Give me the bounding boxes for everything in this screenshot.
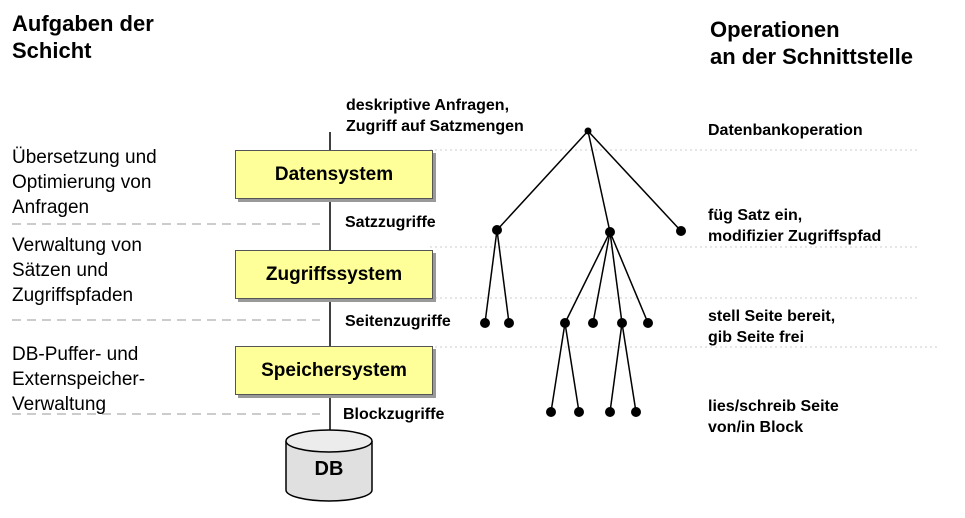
operations-header: Operationen an der Schnittstelle [710, 16, 913, 70]
task-storage-system: DB-Puffer- und Externspeicher- Verwaltun… [12, 344, 146, 415]
operation-block: lies/schreib Seite von/in Block [708, 398, 839, 436]
interface-record-access: Satzzugriffe [345, 214, 436, 231]
tree-node [676, 226, 686, 236]
task-data-system: Übersetzung und Optimierung von Anfragen [12, 147, 157, 218]
operations-header-line: an der Schnittstelle [710, 44, 913, 69]
database-cylinder [285, 429, 373, 502]
tasks-header-line: Schicht [12, 38, 92, 63]
tree-node [588, 318, 598, 328]
layer-storage-system: Speichersystem [235, 346, 433, 395]
tree-node [560, 318, 570, 328]
tree-node [504, 318, 514, 328]
operation-page: stell Seite bereit, gib Seite frei [708, 308, 836, 346]
layer-data-system: Datensystem [235, 150, 433, 199]
operation-record: füg Satz ein, modifizier Zugriffspfad [708, 207, 882, 245]
tree-node [605, 407, 615, 417]
database-label: DB [314, 458, 344, 480]
tree-node [492, 225, 502, 235]
tree-node [631, 407, 641, 417]
interface-query: deskriptive Anfragen, Zugriff auf Satzme… [346, 97, 524, 135]
tree-node [546, 407, 556, 417]
task-access-system: Verwaltung von Sätzen und Zugriffspfaden [12, 235, 142, 306]
interface-page-access: Seitenzugriffe [345, 313, 451, 330]
interface-block-access: Blockzugriffe [343, 406, 445, 423]
tree-node [643, 318, 653, 328]
operations-header-line: Operationen [710, 17, 840, 42]
operation-tree-nodes [480, 127, 686, 417]
tree-node [617, 318, 627, 328]
tree-node [605, 227, 615, 237]
tasks-header: Aufgaben der Schicht [12, 10, 154, 64]
tree-node [584, 127, 592, 135]
layer-access-system: Zugriffssystem [235, 250, 433, 299]
tasks-header-line: Aufgaben der [12, 11, 154, 36]
operation-tree [484, 130, 682, 413]
tree-node [574, 407, 584, 417]
tree-node [480, 318, 490, 328]
operation-db: Datenbankoperation [708, 122, 863, 139]
